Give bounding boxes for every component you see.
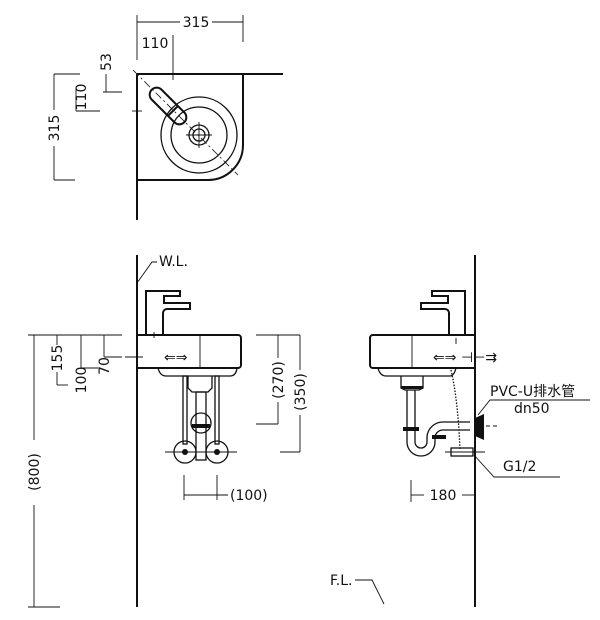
- hose-right: [214, 375, 220, 445]
- dim-53: 53: [99, 53, 115, 71]
- plan-view: 315 110 53 110 315: [47, 14, 283, 220]
- floor-label: F.L.: [330, 573, 353, 589]
- faucet-plan: [148, 86, 188, 126]
- bracket-icon: ⇐⇒: [164, 350, 188, 366]
- drain-front: [187, 376, 213, 393]
- p-trap: [406, 390, 470, 457]
- dim-valve-spacing: (100): [230, 488, 268, 504]
- basin-front: [137, 334, 242, 369]
- dim-270: (270): [271, 361, 287, 399]
- faucet-front: [145, 290, 191, 335]
- basin-outline: [137, 73, 244, 181]
- dim-70: 70: [97, 357, 113, 375]
- supply-hose: [450, 369, 461, 451]
- dim-depth: 315: [47, 115, 63, 142]
- dim-800: (800): [27, 453, 43, 491]
- dim-100: 100: [74, 367, 90, 394]
- dim-350: (350): [293, 373, 309, 411]
- bowl-outer: [160, 96, 238, 174]
- dim-width: 315: [183, 15, 210, 31]
- diagonal-centerline: [132, 69, 239, 176]
- front-view: W.L. ⇐⇒ (100) (800) 155 100 70 (: [27, 254, 309, 608]
- bracket-icon: ⇐⇒: [433, 350, 457, 366]
- dim-180: 180: [430, 488, 457, 504]
- thread-label: G1/2: [503, 459, 536, 475]
- basin-side: [369, 334, 475, 369]
- wall-anchor-icon: ⊣⊢⇉: [461, 350, 497, 366]
- hose-left: [182, 375, 188, 445]
- side-view: ⇐⇒ ⊣⊢⇉ PVC-U排水管 dn50 G1/2 180 F.L.: [330, 255, 590, 607]
- drain-size: dn50: [514, 401, 550, 417]
- dim-faucet-x: 110: [142, 36, 169, 52]
- bowl-inner: [170, 106, 228, 164]
- faucet-side: [420, 290, 466, 335]
- wall-label: W.L.: [159, 254, 188, 270]
- wall-flange: [475, 414, 484, 440]
- dim-155: 155: [50, 345, 66, 372]
- drain-label: PVC-U排水管: [490, 384, 575, 400]
- dim-faucet-y: 110: [74, 84, 90, 111]
